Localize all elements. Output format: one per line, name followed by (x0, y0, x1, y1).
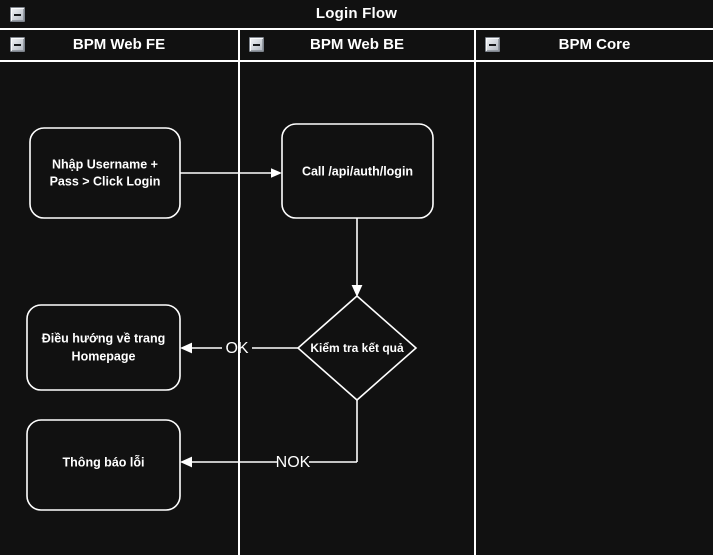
lane-divider-fe-be (238, 30, 240, 555)
node-label-show-error: Thông báo lỗi (63, 454, 145, 469)
edge-decision-nok: NOK (180, 400, 358, 471)
edge-api-to-decision (351, 218, 363, 297)
edge-input-to-api (180, 168, 282, 178)
edge-label-nok: NOK (276, 454, 311, 471)
minus-icon-lane-be[interactable] (249, 37, 264, 52)
lane-header-core[interactable]: BPM Core (476, 30, 713, 60)
node-input-credentials[interactable]: Nhập Username + Pass > Click Login (29, 127, 181, 219)
minus-icon-diagram-collapse[interactable] (10, 7, 25, 22)
minus-icon-lane-core[interactable] (485, 37, 500, 52)
node-label-input-credentials-line2: Pass > Click Login (50, 174, 161, 188)
lane-divider-be-core (474, 30, 476, 555)
lane-header-label-be: BPM Web BE (310, 36, 404, 53)
node-label-check-result: Kiểm tra kết quả (310, 341, 404, 355)
lane-header-label-fe: BPM Web FE (72, 36, 166, 53)
lane-header-row: BPM Web FE BPM Web BE BPM Core (0, 30, 713, 62)
node-label-redirect-homepage-line2: Homepage (72, 349, 136, 363)
node-label-call-login-api: Call /api/auth/login (302, 164, 413, 178)
lane-header-fe[interactable]: BPM Web FE (0, 30, 238, 60)
diagram-title: Login Flow (315, 5, 398, 22)
node-label-redirect-homepage-line1: Điều hướng về trang (42, 331, 166, 345)
diagram-title-bar: Login Flow (0, 0, 713, 30)
node-check-result[interactable]: Kiểm tra kết quả (296, 294, 418, 402)
lane-header-be[interactable]: BPM Web BE (240, 30, 474, 60)
node-call-login-api[interactable]: Call /api/auth/login (281, 123, 434, 219)
node-label-input-credentials-line1: Nhập Username + (52, 157, 158, 171)
minus-icon-lane-fe[interactable] (10, 37, 25, 52)
node-redirect-homepage[interactable]: Điều hướng về trang Homepage (26, 304, 181, 391)
lane-header-label-core: BPM Core (558, 36, 631, 53)
node-show-error[interactable]: Thông báo lỗi (26, 419, 181, 511)
